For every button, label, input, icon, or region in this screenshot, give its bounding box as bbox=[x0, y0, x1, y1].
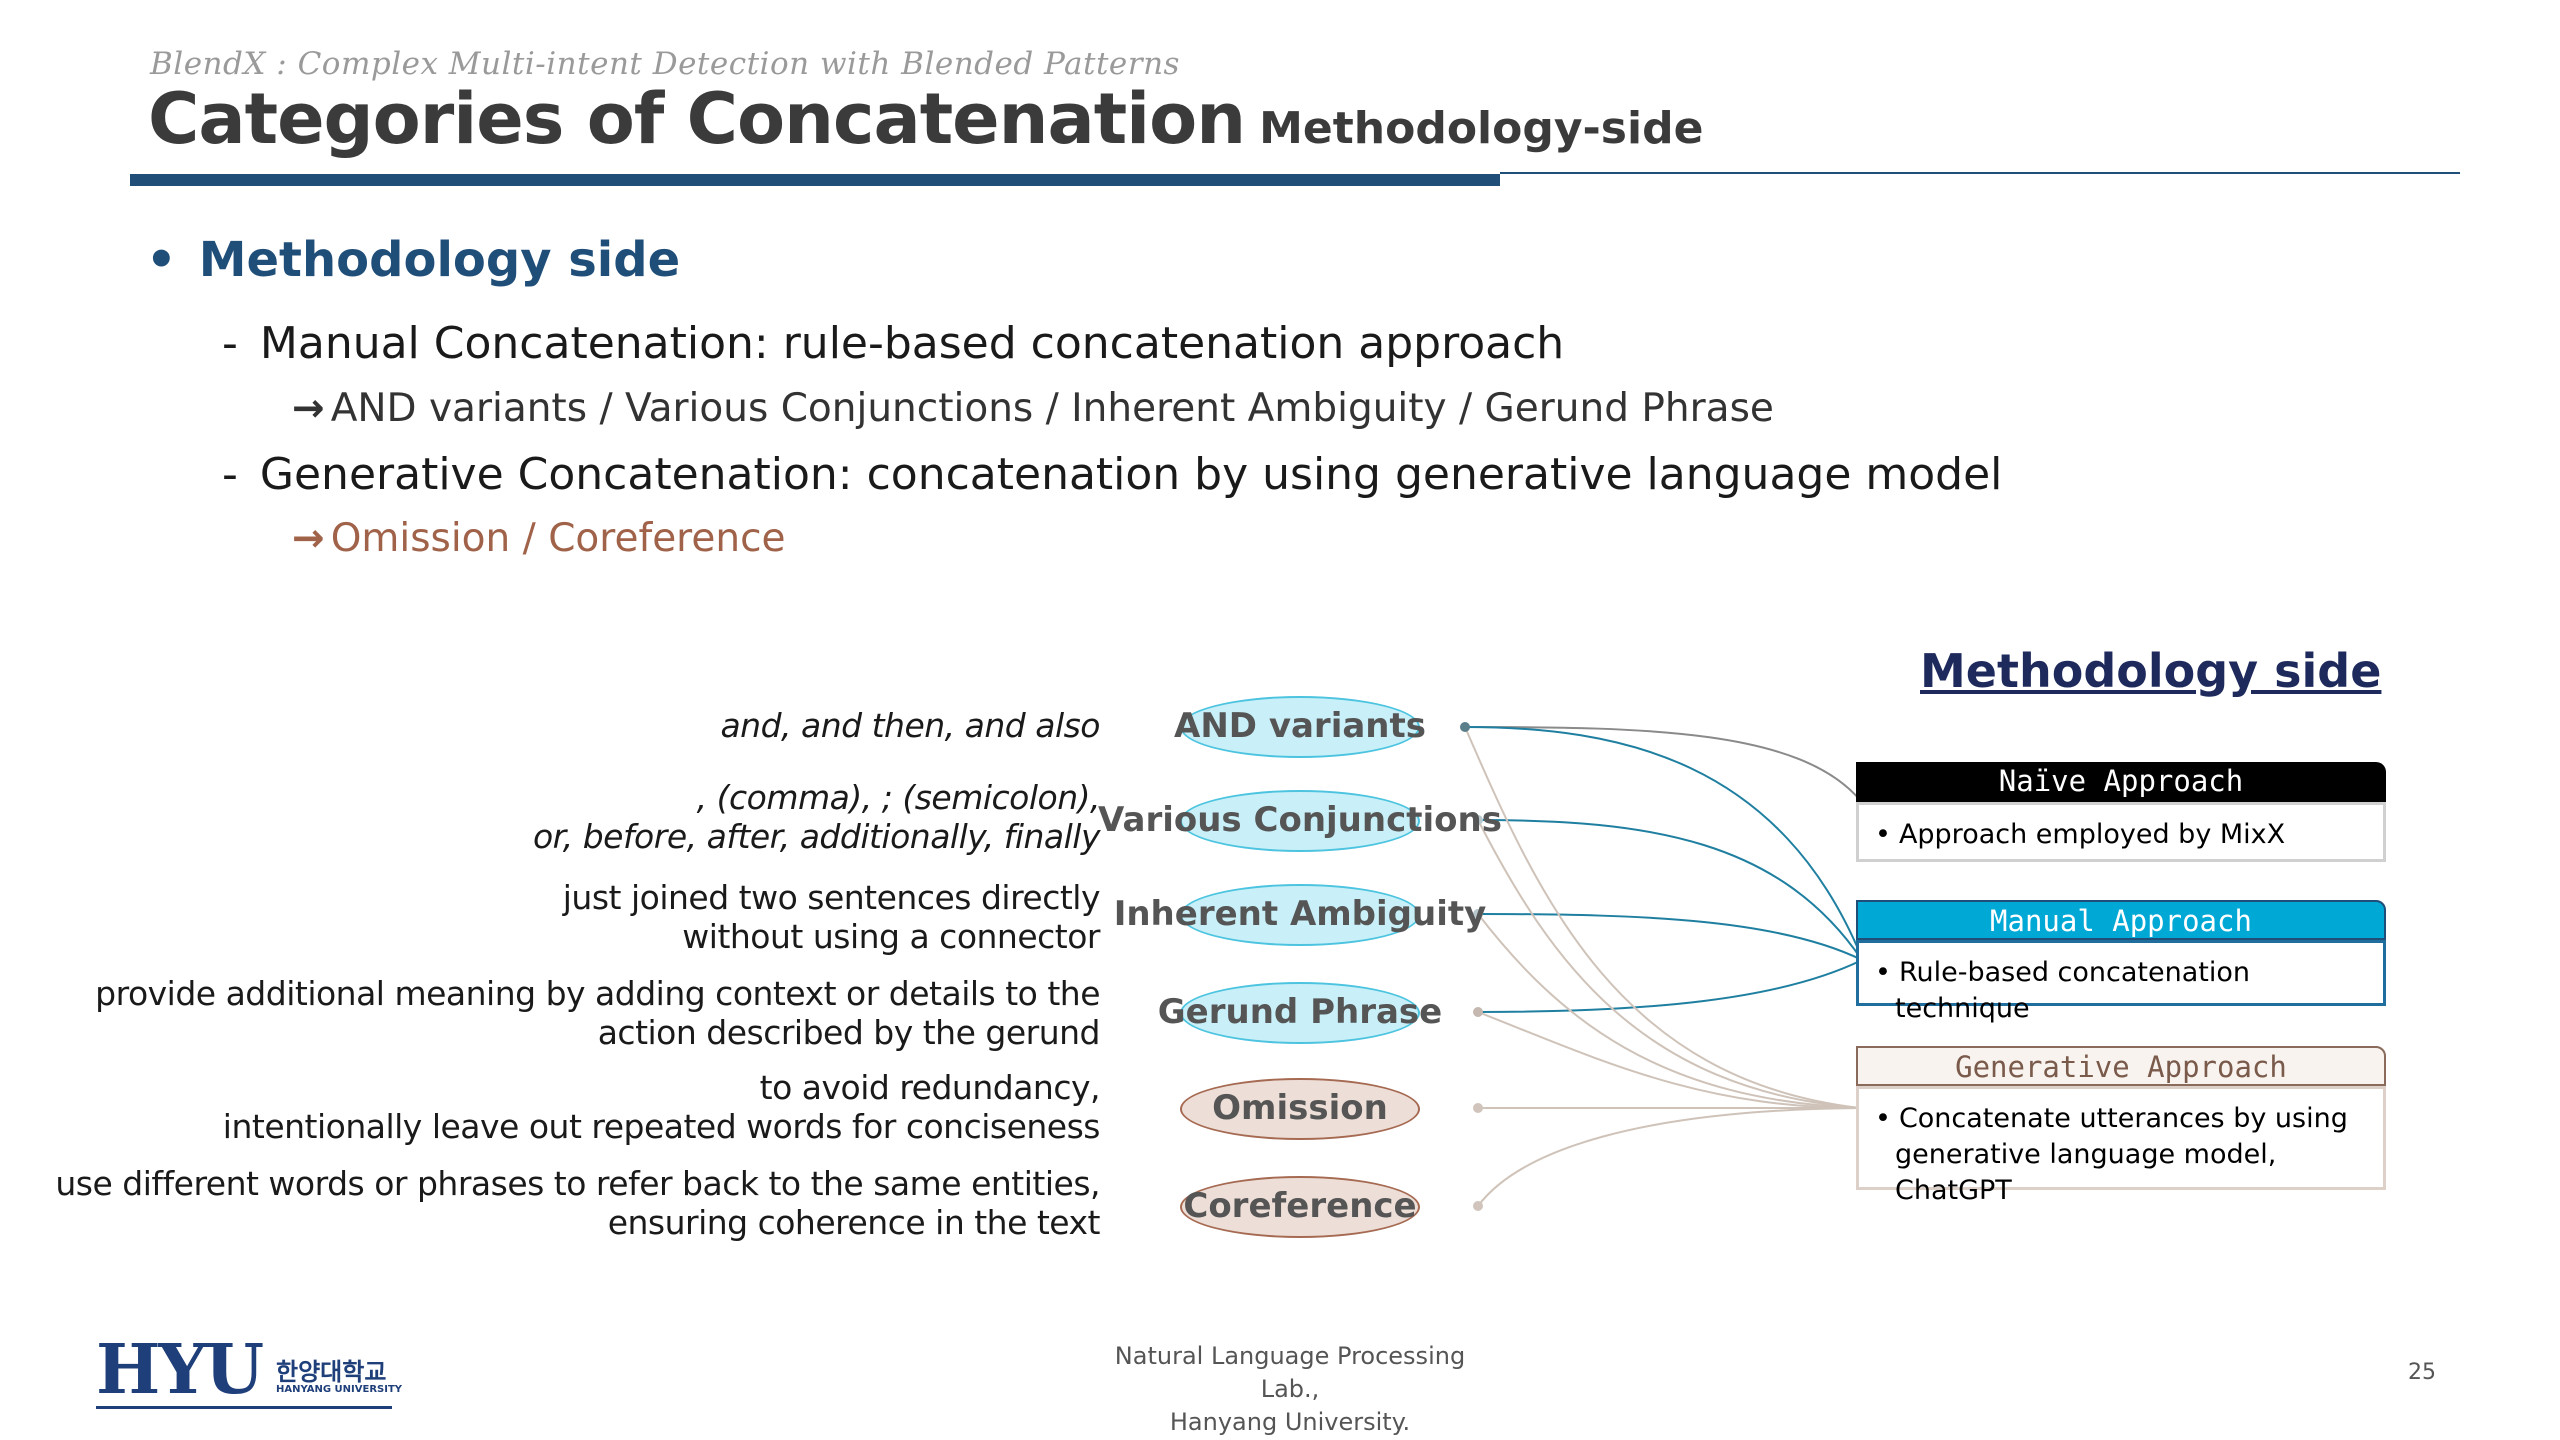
desc-line: or, before, after, additionally, finally bbox=[532, 817, 1101, 856]
desc-line: intentionally leave out repeated words f… bbox=[222, 1107, 1101, 1146]
bullet-item-text: Generative Concatenation: concatenation … bbox=[259, 449, 2003, 500]
generative-approach-box: •Concatenate utterances by using generat… bbox=[1856, 1086, 2386, 1206]
category-gerund-phrase: Gerund Phrase bbox=[1157, 992, 1443, 1032]
desc-text: Rule-based concatenation technique bbox=[1895, 957, 2250, 1024]
sub-item-generative: →Omission / Coreference bbox=[292, 516, 786, 561]
ellipse-and-variants bbox=[1180, 696, 1420, 758]
desc-coreference: use different words or phrases to refer … bbox=[55, 1164, 1100, 1242]
ellipse-gerund-phrase bbox=[1180, 982, 1420, 1044]
category-inherent-ambiguity: Inherent Ambiguity bbox=[1113, 894, 1487, 934]
dash-marker: - bbox=[222, 449, 238, 500]
desc-omission: to avoid redundancy,intentionally leave … bbox=[222, 1068, 1101, 1146]
naive-approach-header: Naïve Approach bbox=[1856, 762, 2386, 802]
generative-approach-desc: •Concatenate utterances by using generat… bbox=[1875, 1103, 2348, 1206]
footer-lab-line1: Natural Language Processing Lab., bbox=[1114, 1342, 1466, 1403]
link-and-generative bbox=[1464, 726, 1861, 1109]
footer-lab: Natural Language Processing Lab., Hanyan… bbox=[1100, 1340, 1480, 1439]
logo-underline bbox=[96, 1406, 392, 1409]
link-coref-generative bbox=[1477, 1107, 1861, 1207]
sub-item-manual: →AND variants / Various Conjunctions / I… bbox=[292, 386, 1774, 431]
bullet-heading-text: Methodology side bbox=[198, 232, 681, 288]
link-conj-manual bbox=[1477, 819, 1863, 961]
link-and-naive bbox=[1464, 726, 1861, 801]
logo-korean: 한양대학교 bbox=[276, 1358, 387, 1386]
title-rule-thick bbox=[130, 174, 1500, 186]
arrow-right-icon: → bbox=[292, 386, 325, 431]
slide-title: Categories of Concatenation Methodology-s… bbox=[148, 78, 1703, 160]
logo-text: HYU bbox=[96, 1330, 264, 1410]
slide-title-main: Categories of Concatenation bbox=[148, 78, 1246, 160]
category-various-conjunctions: Various Conjunctions bbox=[1098, 800, 1502, 840]
desc-line: use different words or phrases to refer … bbox=[55, 1164, 1100, 1203]
ellipse-coreference bbox=[1180, 1176, 1420, 1238]
desc-text: Approach employed by MixX bbox=[1898, 819, 2286, 850]
desc-and-variants: and, and then, and also bbox=[720, 706, 1100, 745]
desc-line: ensuring coherence in the text bbox=[607, 1203, 1101, 1242]
bullet-item-text: Manual Concatenation: rule-based concate… bbox=[259, 318, 1565, 369]
arrow-right-icon: → bbox=[292, 516, 325, 561]
ellipse-omission bbox=[1180, 1078, 1420, 1140]
title-rule-thin bbox=[1500, 172, 2460, 174]
desc-text: Concatenate utterances by using generati… bbox=[1895, 1103, 2348, 1206]
link-gerund-generative bbox=[1477, 1011, 1861, 1109]
link-ambig-manual bbox=[1477, 913, 1863, 961]
link-and-manual bbox=[1464, 726, 1863, 959]
category-omission: Omission bbox=[1212, 1088, 1388, 1128]
desc-line: just joined two sentences directly bbox=[562, 878, 1101, 917]
link-gerund-manual bbox=[1477, 959, 1863, 1013]
logo-english: HANYANG UNIVERSITY bbox=[276, 1384, 403, 1395]
desc-line: without using a connector bbox=[682, 917, 1100, 956]
manual-approach-box: •Rule-based concatenation technique bbox=[1856, 940, 2386, 1024]
bullet-heading: • Methodology side bbox=[146, 232, 680, 288]
bullet-item-generative: -Generative Concatenation: concatenation… bbox=[222, 449, 2002, 500]
bullet-dot: • bbox=[146, 232, 177, 288]
manual-approach-header: Manual Approach bbox=[1856, 900, 2386, 940]
category-coreference: Coreference bbox=[1183, 1186, 1417, 1226]
generative-approach-header: Generative Approach bbox=[1856, 1046, 2386, 1086]
naive-approach-box: •Approach employed by MixX bbox=[1856, 802, 2386, 862]
footer-lab-line2: Hanyang University. bbox=[1169, 1408, 1411, 1436]
desc-line: action described by the gerund bbox=[597, 1013, 1101, 1052]
bullet-item-manual: -Manual Concatenation: rule-based concat… bbox=[222, 318, 1564, 369]
sub-item-text: Omission / Coreference bbox=[330, 516, 786, 561]
page-number: 25 bbox=[2408, 1360, 2436, 1385]
dash-marker: - bbox=[222, 318, 238, 369]
link-conj-generative bbox=[1477, 819, 1861, 1109]
presentation-subtitle: BlendX : Complex Multi-intent Detection … bbox=[150, 46, 1180, 82]
desc-gerund-phrase: provide additional meaning by adding con… bbox=[95, 974, 1100, 1052]
category-and-variants: AND variants bbox=[1174, 706, 1426, 746]
desc-line: provide additional meaning by adding con… bbox=[95, 974, 1100, 1013]
desc-line: and, and then, and also bbox=[720, 706, 1100, 745]
hyu-logo: HYU 한양대학교 HANYANG UNIVERSITY bbox=[96, 1330, 402, 1410]
desc-line: to avoid redundancy, bbox=[759, 1068, 1101, 1107]
link-ambig-generative bbox=[1477, 913, 1861, 1109]
sub-item-text: AND variants / Various Conjunctions / In… bbox=[330, 386, 1774, 431]
ellipse-inherent-ambiguity bbox=[1180, 884, 1420, 946]
ellipse-various-conjunctions bbox=[1180, 790, 1420, 852]
manual-approach-desc: •Rule-based concatenation technique bbox=[1875, 957, 2250, 1024]
naive-approach-desc: •Approach employed by MixX bbox=[1875, 819, 2286, 850]
panel-title: Methodology side bbox=[1920, 644, 2382, 698]
desc-line: , (comma), ; (semicolon), bbox=[696, 778, 1101, 817]
slide-title-suffix: Methodology-side bbox=[1259, 103, 1704, 154]
desc-various-conjunctions: , (comma), ; (semicolon),or, before, aft… bbox=[532, 778, 1101, 856]
